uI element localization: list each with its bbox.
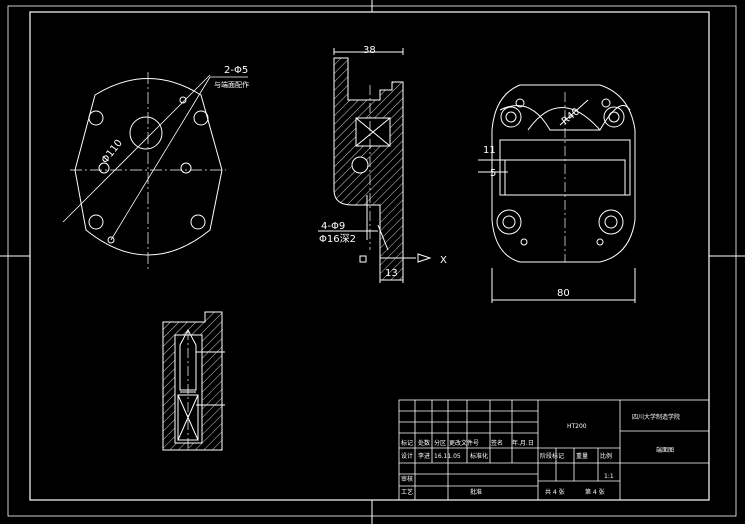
pin-hole [98, 162, 110, 174]
row-zone-text: 分区 [434, 439, 446, 447]
dowel-hole [179, 96, 187, 104]
process-text: 工艺 [401, 488, 413, 496]
bottom-section-view [162, 311, 225, 451]
center-bore [129, 116, 163, 150]
width-top-text: 38 [363, 45, 376, 56]
sheet-no-text: 第 4 张 [585, 488, 605, 496]
review-text: 审核 [401, 475, 413, 483]
ratio-text: 比例 [600, 452, 612, 460]
designer-text: 李进 [418, 452, 430, 460]
width-right-text: 80 [557, 288, 570, 299]
bolt-hole [193, 110, 209, 126]
design-label-text: 设计 [401, 452, 413, 460]
stage-mark-text: 阶段标记 [540, 452, 564, 460]
approve-text: 批准 [470, 488, 482, 496]
radius-right-text: R40 [560, 106, 582, 127]
material-text: HT200 [567, 423, 587, 430]
scale-text: 1:1 [604, 473, 614, 480]
hole-callout-text: 2-Φ5 [224, 65, 248, 76]
row-mark-text: 标记 [401, 439, 413, 447]
pin-hole [180, 162, 192, 174]
standardize-text: 标准化 [470, 452, 488, 460]
part-name-text: 端面图 [656, 446, 674, 454]
width-bottom-text: 13 [385, 268, 398, 279]
bolt-hole [88, 214, 104, 230]
dim-11-text: 11 [483, 145, 496, 156]
middle-section-view [318, 48, 432, 283]
hole-note-text: 与端面配作 [214, 80, 249, 89]
bolt-hole [88, 110, 104, 126]
row-docno-text: 更改文件号 [449, 439, 479, 447]
counterbore-text: Φ16深2 [319, 233, 356, 245]
row-count-text: 处数 [418, 439, 430, 447]
holes-callout-text: 4-Φ9 [321, 221, 345, 232]
row-sign-text: 签名 [491, 439, 503, 447]
dim-5-text: 5 [490, 168, 496, 179]
title-block [398, 399, 710, 501]
left-view-plate [62, 72, 248, 270]
sheets-text: 共 4 张 [545, 488, 565, 496]
design-date-text: 16.11.05 [434, 453, 461, 460]
right-view-plate [478, 84, 636, 303]
school-text: 四川大学制造学院 [632, 413, 680, 421]
diameter-left-text: Φ110 [100, 138, 125, 166]
section-label-text: X [440, 255, 447, 266]
row-date-text: 年.月.日 [512, 439, 534, 447]
weight-text: 重量 [576, 452, 588, 460]
bolt-hole [190, 214, 206, 230]
dowel-hole [107, 236, 115, 244]
